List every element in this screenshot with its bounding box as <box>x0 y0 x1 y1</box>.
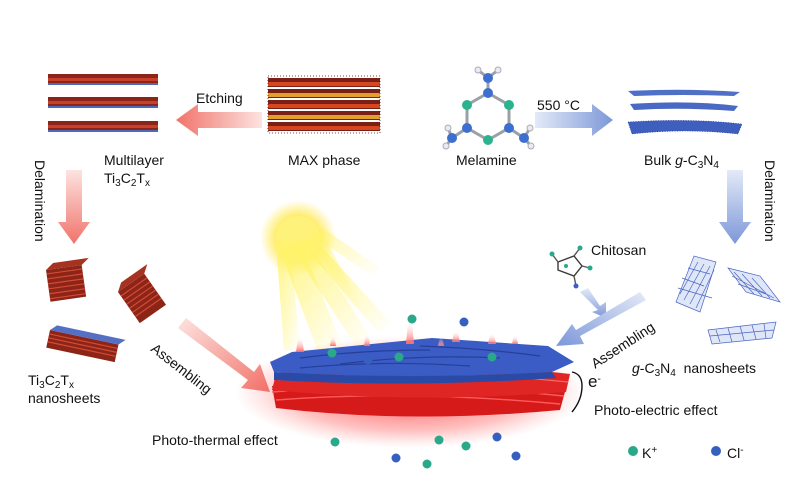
gcn-nanosheets <box>675 255 781 345</box>
etching-arrow <box>176 104 262 136</box>
photo-thermal-label: Photo-thermal effect <box>152 432 278 448</box>
vapor-flames <box>296 319 518 352</box>
delamination-arrow-right <box>719 170 751 244</box>
cl-ion-legend-marker <box>711 446 721 456</box>
electron-bracket <box>571 371 583 413</box>
etching-label: Etching <box>196 90 243 106</box>
photo-electric-label: Photo-electric effect <box>594 402 718 418</box>
electron-label: e- <box>588 372 601 391</box>
max-phase-stack <box>267 75 381 134</box>
multilayer-mxene <box>48 74 158 132</box>
max-phase-label: MAX phase <box>288 152 361 168</box>
melamine-molecule <box>442 66 535 150</box>
chitosan-label: Chitosan <box>591 242 647 258</box>
mxene-nanosheets <box>46 257 167 363</box>
chitosan-arrow <box>580 288 606 318</box>
multilayer-formula: Ti3C2Tx <box>104 170 150 189</box>
delamination-right-label: Delamination <box>762 160 778 242</box>
chitosan-molecule <box>549 245 593 289</box>
sun <box>260 200 392 352</box>
mxene-nanosheets-formula: Ti3C2Tx <box>28 372 74 391</box>
k-ion-legend-label: K+ <box>642 445 658 461</box>
multilayer-label: Multilayer <box>104 152 164 168</box>
cl-ion-legend-label: Cl- <box>727 445 744 461</box>
mxene-nanosheets-label: nanosheets <box>28 390 101 406</box>
melamine-label: Melamine <box>456 152 517 168</box>
delamination-arrow-left <box>58 170 90 244</box>
ions-bottom <box>330 432 521 469</box>
k-ion-legend-marker <box>628 446 638 456</box>
gcn-nanosheets-label: g-C3N4 nanosheets <box>632 360 757 379</box>
assembling-arrow-right <box>556 292 646 346</box>
ions-top <box>327 314 497 365</box>
bulk-gcn-label: Bulk g-C3N4 <box>644 152 719 171</box>
bulk-gcn-layers <box>627 89 743 135</box>
temperature-label: 550 °C <box>537 97 580 113</box>
calcination-arrow <box>535 104 613 136</box>
composite-membrane <box>235 336 585 448</box>
delamination-left-label: Delamination <box>32 160 48 242</box>
